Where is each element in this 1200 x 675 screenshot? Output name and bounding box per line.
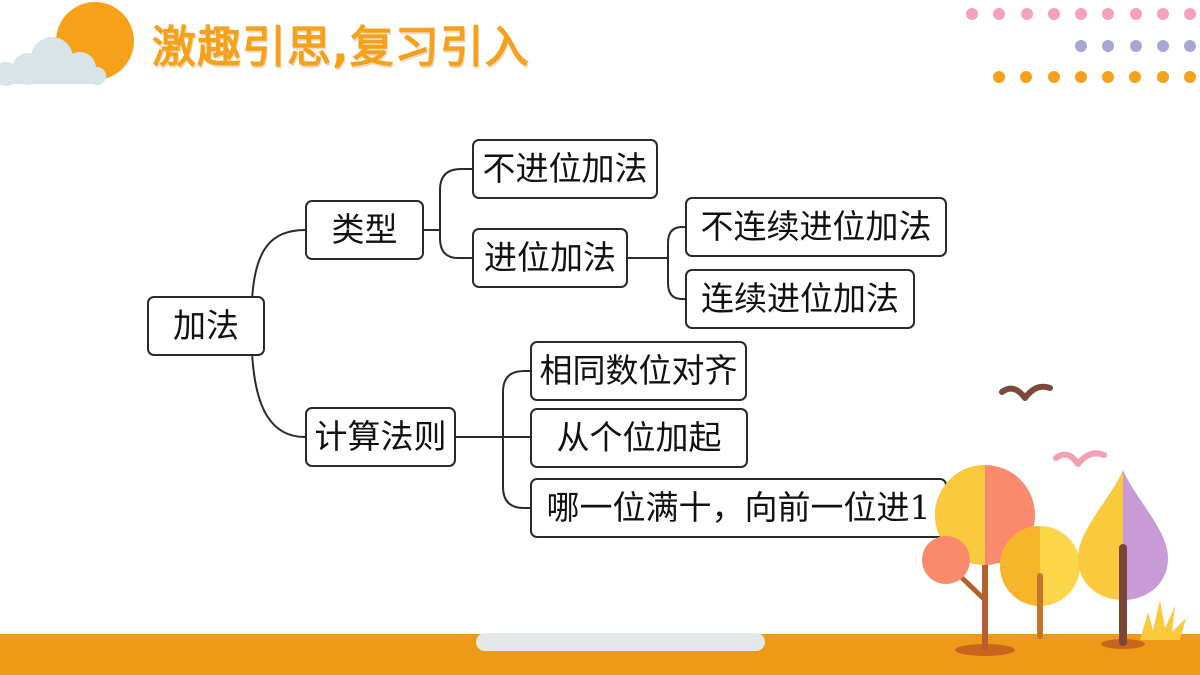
- bird-icon: [999, 383, 1053, 401]
- decor-dot: [1184, 40, 1197, 52]
- node-types: 类型: [305, 200, 424, 260]
- decor-dot: [966, 8, 978, 20]
- decor-dot: [993, 71, 1005, 83]
- dot-row-orange: [993, 71, 1197, 83]
- cloud-icon: [0, 37, 106, 86]
- decor-dot: [1156, 40, 1169, 52]
- decor-dot: [1157, 8, 1170, 20]
- small-round-tree-icon: [1000, 526, 1080, 639]
- connector-carry-to-consecutive: [667, 257, 686, 300]
- teardrop-tree-icon: [1078, 470, 1168, 646]
- node-no-carry-addition: 不进位加法: [472, 139, 658, 199]
- decor-dot: [1129, 71, 1142, 83]
- node-consecutive-carry: 连续进位加法: [685, 269, 915, 329]
- decor-dot: [1102, 8, 1115, 20]
- decor-dot: [1075, 8, 1088, 20]
- node-non-consecutive-carry: 不连续进位加法: [685, 197, 947, 257]
- decor-dot: [1075, 40, 1087, 52]
- connector-rules-to-align: [502, 370, 531, 438]
- dot-row-pink: [966, 8, 1197, 20]
- decor-dot: [1102, 71, 1115, 83]
- connector-types-to-no-carry: [439, 168, 473, 231]
- decor-dot: [1156, 71, 1169, 83]
- node-rule-align-digits: 相同数位对齐: [530, 341, 747, 401]
- connector-carry-to-non-consecutive: [667, 226, 686, 259]
- node-carry-addition: 进位加法: [472, 228, 628, 288]
- decor-dot: [1184, 71, 1197, 83]
- decor-dot: [993, 8, 1006, 20]
- dot-row-purple: [1075, 40, 1197, 52]
- node-root-addition: 加法: [147, 296, 265, 356]
- bird-icon: [1053, 450, 1107, 467]
- decor-dot: [1184, 8, 1197, 20]
- sun-icon: [56, 2, 134, 80]
- connector-root-to-rules: [251, 351, 306, 438]
- slide-title: 激趣引思,复习引入: [152, 22, 530, 73]
- decor-dot: [1047, 8, 1060, 20]
- connector-types-to-carry: [439, 229, 473, 259]
- node-rule-start-from-ones: 从个位加起: [530, 408, 748, 468]
- decor-dot: [1020, 8, 1033, 20]
- decor-dot: [1129, 40, 1142, 52]
- bottom-pill-decoration: [476, 633, 765, 651]
- node-calculation-rules: 计算法则: [305, 407, 456, 467]
- connector-root-to-types: [251, 229, 306, 301]
- decor-dot: [1074, 71, 1087, 83]
- decor-dot: [1047, 71, 1060, 83]
- connector-rules-to-carry-over: [502, 436, 531, 509]
- node-rule-carry-over: 哪一位满十，向前一位进1: [530, 478, 947, 538]
- decor-dot: [1020, 71, 1033, 83]
- decor-dot: [1129, 8, 1142, 20]
- decor-dot: [1102, 40, 1115, 52]
